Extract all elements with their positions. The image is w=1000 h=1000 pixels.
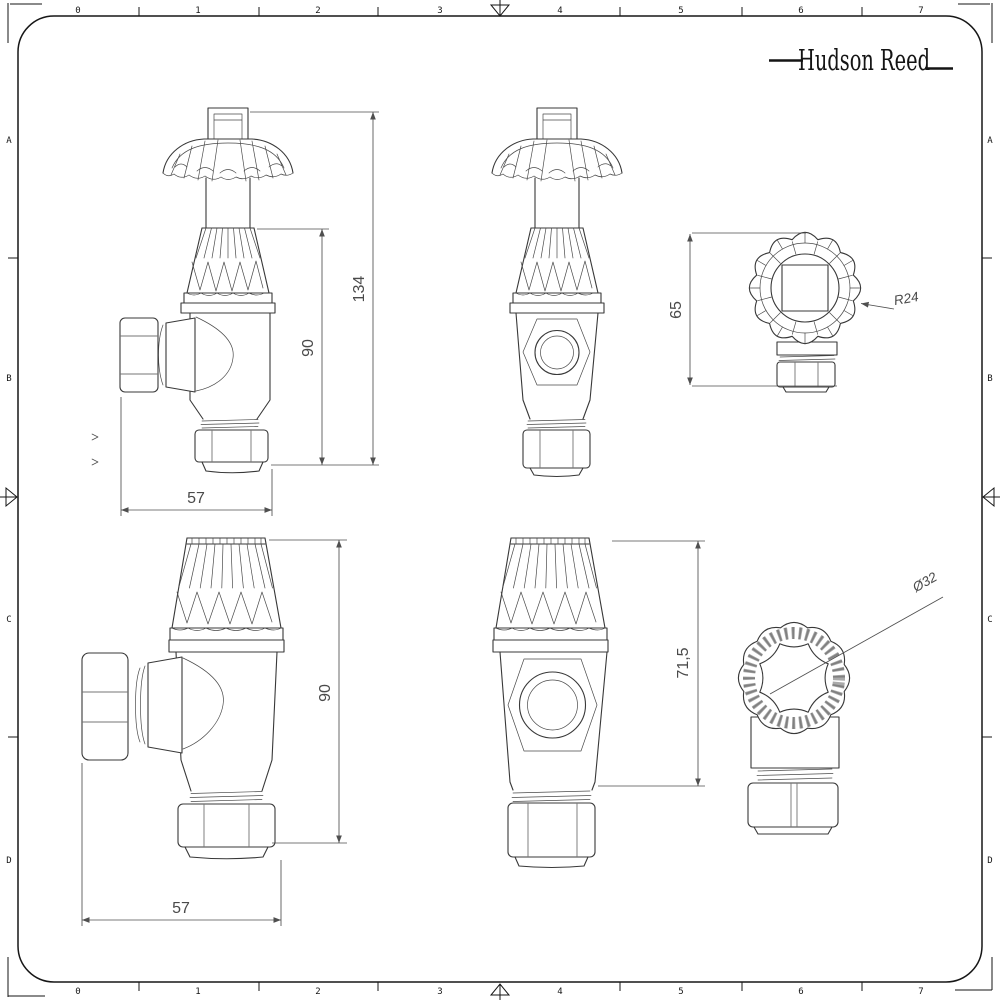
- view-trv-top: R24 65: [668, 231, 920, 393]
- zone-row-left-a: A: [6, 136, 12, 146]
- zone-col-bot-5: 5: [678, 987, 683, 997]
- center-mark-bottom-icon: [489, 983, 511, 1000]
- lockshield-dimensions: 90 57: [81, 539, 347, 926]
- zone-col-top-6: 6: [798, 6, 803, 16]
- zone-col-top-5: 5: [678, 6, 683, 16]
- trv-side-port: [165, 317, 196, 393]
- center-mark-top-icon: [489, 0, 511, 17]
- dim-trv-head-top-height: 65: [668, 301, 685, 319]
- dim-trv-head-radius: R24: [893, 289, 920, 308]
- zone-col-top-2: 2: [315, 6, 320, 16]
- zone-col-top-0: 0: [75, 6, 80, 16]
- view-trv-front: [491, 107, 623, 478]
- zone-col-top-7: 7: [918, 6, 923, 16]
- trv-union-nut: [119, 317, 159, 393]
- zone-row-left-d: D: [6, 856, 11, 866]
- lockshield-wheel-bore: [759, 643, 829, 713]
- zone-row-left-b: B: [6, 374, 11, 384]
- trv-radius-callout: R24: [860, 289, 920, 310]
- zone-col-bot-4: 4: [557, 987, 562, 997]
- lockshield-side-port: [147, 656, 183, 754]
- zone-col-bot-2: 2: [315, 987, 320, 997]
- zone-row-right-c: C: [987, 615, 992, 625]
- brand-logo: Hudson Reed: [769, 43, 953, 77]
- zone-row-left-c: C: [6, 615, 11, 625]
- view-lockshield-front: 71,5: [492, 537, 705, 869]
- center-mark-left-icon: [0, 486, 18, 508]
- zone-row-labels-right: A B C D: [987, 136, 993, 866]
- view-lockshield-angled-side: 90 57: [81, 537, 347, 926]
- zone-row-right-b: B: [987, 374, 992, 384]
- corner-marks: [7, 3, 993, 997]
- center-mark-right-icon: [982, 486, 1000, 508]
- zone-col-bot-1: 1: [195, 987, 200, 997]
- view-lockshield-top: Ø32: [737, 569, 944, 835]
- dim-lockshield-head-diameter: Ø32: [909, 569, 940, 595]
- lockshield-hex-body: [507, 658, 598, 752]
- dim-lockshield-front-height: 71,5: [675, 647, 692, 678]
- zone-row-right-a: A: [987, 136, 993, 146]
- zone-col-bot-3: 3: [437, 987, 442, 997]
- zone-col-bot-7: 7: [918, 987, 923, 997]
- lockshield-union-nut: [81, 652, 129, 761]
- zone-column-labels-bottom: 0 1 2 3 4 5 6 7: [75, 987, 923, 997]
- dim-trv-body-height: 90: [300, 339, 317, 357]
- dim-trv-width: 57: [187, 490, 205, 507]
- zone-col-bot-6: 6: [798, 987, 803, 997]
- trv-top-dimension: 65: [668, 232, 837, 387]
- dim-trv-overall-height: 134: [351, 276, 368, 303]
- ruler-ticks: [8, 7, 992, 991]
- trv-hex-body: [522, 318, 591, 386]
- dim-lockshield-body-height: 90: [317, 684, 334, 702]
- trv-dimensions: 90 134 57: [120, 111, 379, 516]
- zone-column-labels-top: 0 1 2 3 4 5 6 7: [75, 6, 923, 16]
- zone-row-labels-left: A B C D: [6, 136, 12, 866]
- zone-col-top-4: 4: [557, 6, 562, 16]
- trv-handle-flower: [748, 231, 862, 345]
- brand-logo-text: Hudson Reed: [798, 43, 930, 77]
- dim-lockshield-width: 57: [172, 900, 190, 917]
- lockshield-front-dimension: 71,5: [598, 540, 705, 787]
- zone-col-top-1: 1: [195, 6, 200, 16]
- zone-row-right-d: D: [987, 856, 992, 866]
- zone-col-top-3: 3: [437, 6, 442, 16]
- view-trv-angled-side: 90 134 57: [91, 107, 379, 516]
- zone-col-bot-0: 0: [75, 987, 80, 997]
